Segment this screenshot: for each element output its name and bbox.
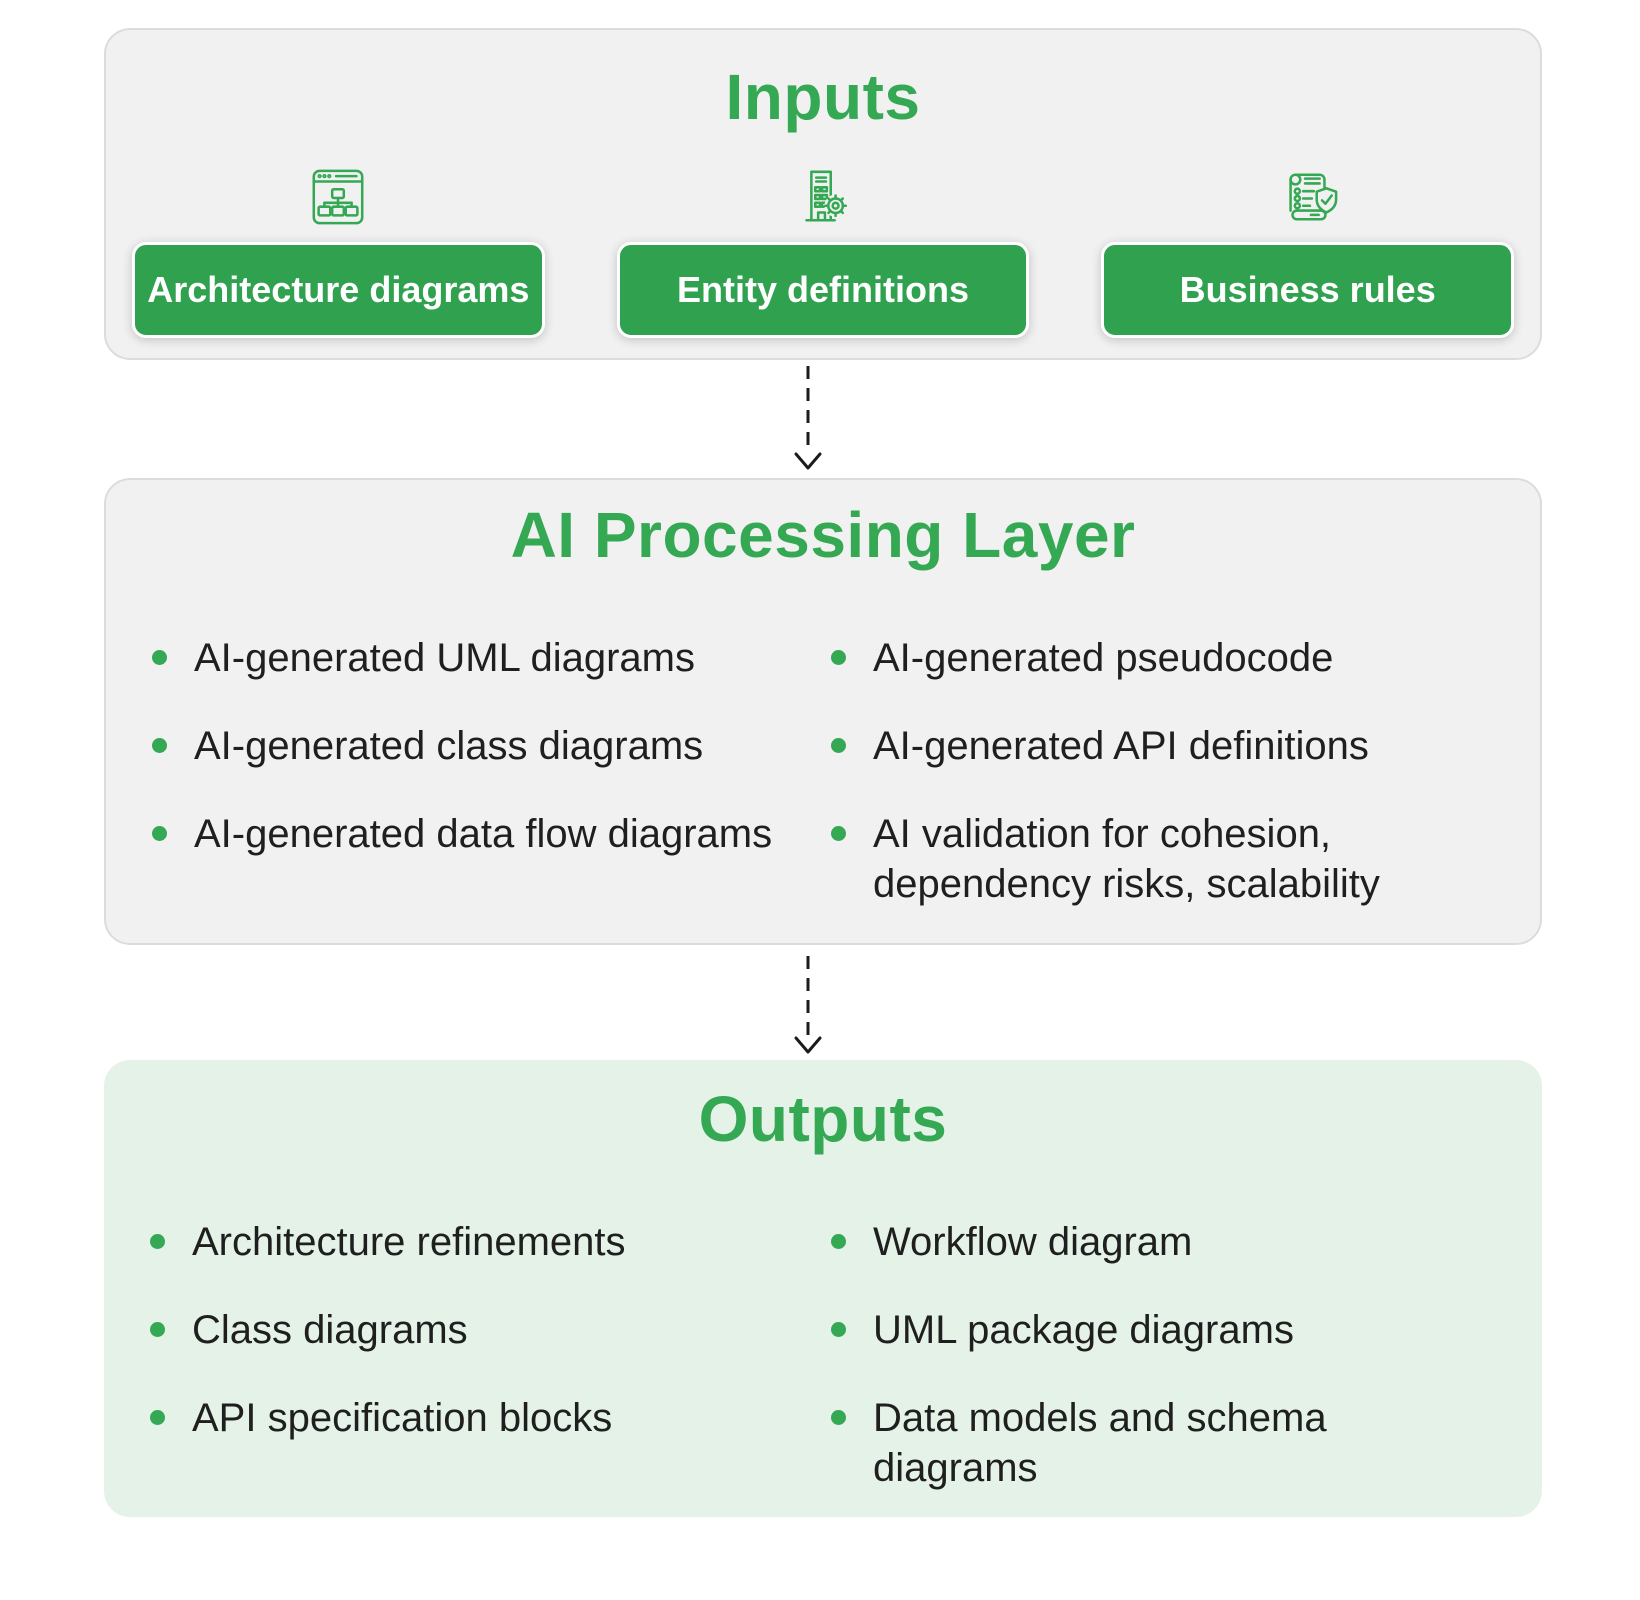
list-item: AI-generated data flow diagrams (152, 809, 831, 859)
bullet-dot-icon (831, 1410, 846, 1426)
list-item: AI-generated class diagrams (152, 721, 831, 771)
ai-processing-left-list: AI-generated UML diagrams AI-generated c… (152, 633, 831, 947)
dashed-down-arrow-icon (792, 956, 824, 1056)
bullet-dot-icon (831, 650, 846, 666)
list-item: AI-generated API definitions (831, 721, 1510, 771)
bullet-dot-icon (150, 1410, 165, 1426)
dashed-down-arrow-icon (792, 366, 824, 472)
input-item-business-rules: Business rules (1101, 166, 1515, 338)
input-item-entity-definitions: Entity definitions (616, 166, 1030, 338)
bullet-dot-icon (831, 738, 846, 754)
ai-processing-title: AI Processing Layer (510, 499, 1136, 571)
bullet-dot-icon (150, 1234, 165, 1250)
entity-definitions-button[interactable]: Entity definitions (616, 242, 1030, 338)
scroll-shield-check-icon (1277, 166, 1339, 228)
list-item: Class diagrams (150, 1305, 831, 1355)
input-item-architecture-diagrams: Architecture diagrams (132, 166, 545, 338)
inputs-items-row: Architecture diagrams (132, 166, 1515, 338)
outputs-right-list: Workflow diagram UML package diagrams Da… (831, 1217, 1512, 1531)
inputs-title: Inputs (725, 61, 921, 133)
outputs-title: Outputs (698, 1083, 948, 1155)
list-item: Architecture refinements (150, 1217, 831, 1267)
outputs-columns: Architecture refinements Class diagrams … (104, 1217, 1542, 1531)
bullet-dot-icon (150, 1322, 165, 1338)
business-rules-button[interactable]: Business rules (1101, 242, 1515, 338)
bullet-dot-icon (831, 826, 846, 842)
ai-processing-right-list: AI-generated pseudocode AI-generated API… (831, 633, 1510, 947)
list-item: Workflow diagram (831, 1217, 1512, 1267)
outputs-left-list: Architecture refinements Class diagrams … (150, 1217, 831, 1531)
building-gear-icon (792, 166, 854, 228)
list-item: AI validation for cohesion, dependency r… (831, 809, 1510, 909)
bullet-dot-icon (831, 1322, 846, 1338)
ai-processing-columns: AI-generated UML diagrams AI-generated c… (106, 633, 1540, 947)
list-item: API specification blocks (150, 1393, 831, 1443)
bullet-dot-icon (152, 738, 167, 754)
bullet-dot-icon (831, 1234, 846, 1250)
list-item: Data models and schema diagrams (831, 1393, 1512, 1493)
outputs-section: Outputs Architecture refinements Class d… (104, 1060, 1542, 1517)
list-item: AI-generated pseudocode (831, 633, 1510, 683)
inputs-section: Inputs Arc (104, 28, 1542, 360)
list-item: AI-generated UML diagrams (152, 633, 831, 683)
ai-processing-section: AI Processing Layer AI-generated UML dia… (104, 478, 1542, 945)
bullet-dot-icon (152, 650, 167, 666)
list-item: UML package diagrams (831, 1305, 1512, 1355)
browser-sitemap-icon (307, 166, 369, 228)
architecture-diagrams-button[interactable]: Architecture diagrams (132, 242, 545, 338)
bullet-dot-icon (152, 826, 167, 842)
